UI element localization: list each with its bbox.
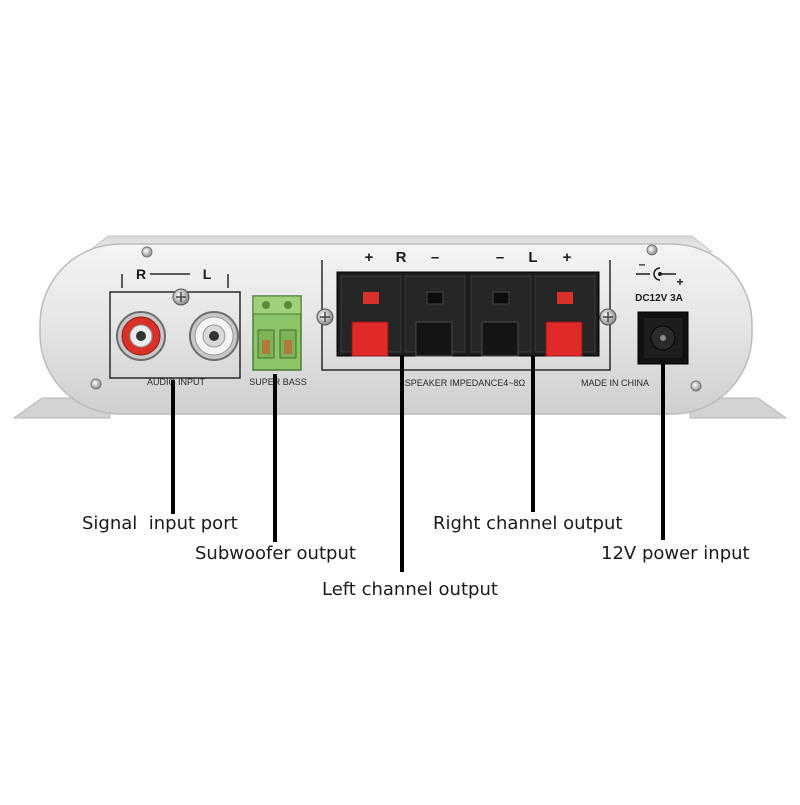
- screw-icon: [599, 308, 617, 326]
- callout-subwoofer-output: Subwoofer output: [195, 543, 356, 564]
- speaker-terminal-l-minus[interactable]: [470, 275, 532, 357]
- speaker-terminal-l-plus[interactable]: [534, 275, 596, 357]
- screw-icon: [316, 308, 334, 326]
- speaker-r-minus: –: [431, 249, 439, 266]
- super-bass-label: SUPER BASS: [249, 377, 307, 387]
- speaker-l-minus: –: [496, 249, 504, 266]
- callout-right-channel-output: Right channel output: [433, 513, 623, 534]
- audio-input-label: AUDIO INPUT: [147, 377, 206, 387]
- rca-right-jack[interactable]: [116, 311, 166, 361]
- speaker-r-plus: +: [365, 249, 374, 266]
- rca-left-jack[interactable]: [189, 311, 239, 361]
- screw-icon: [141, 246, 153, 258]
- speaker-terminal-r-minus[interactable]: [404, 275, 466, 357]
- dc-rating-label: DC12V 3A: [635, 293, 683, 304]
- screw-icon: [646, 244, 658, 256]
- speaker-terminal-r-plus[interactable]: [340, 275, 402, 357]
- dc-minus-sign: –: [639, 257, 646, 271]
- dc-plus-sign: +: [676, 275, 683, 289]
- dc-power-jack[interactable]: [637, 311, 689, 365]
- speaker-l-letter: L: [528, 249, 537, 266]
- speaker-l-plus: +: [563, 249, 572, 266]
- super-bass-terminal[interactable]: [252, 295, 302, 371]
- made-in-label: MADE IN CHINA: [581, 378, 649, 388]
- callout-left-channel-output: Left channel output: [322, 579, 498, 600]
- dc-polarity-icon: [636, 267, 676, 281]
- speaker-impedance-label: SPEAKER IMPEDANCE4~8Ω: [405, 378, 526, 388]
- speaker-r-letter: R: [396, 249, 407, 266]
- callout-power-input: 12V power input: [601, 543, 750, 564]
- screw-icon: [90, 378, 102, 390]
- callout-signal-input: Signal input port: [82, 513, 238, 534]
- rca-left-letter: L: [203, 266, 212, 282]
- screw-icon: [172, 288, 190, 306]
- rca-right-letter: R: [136, 266, 146, 282]
- screw-icon: [690, 380, 702, 392]
